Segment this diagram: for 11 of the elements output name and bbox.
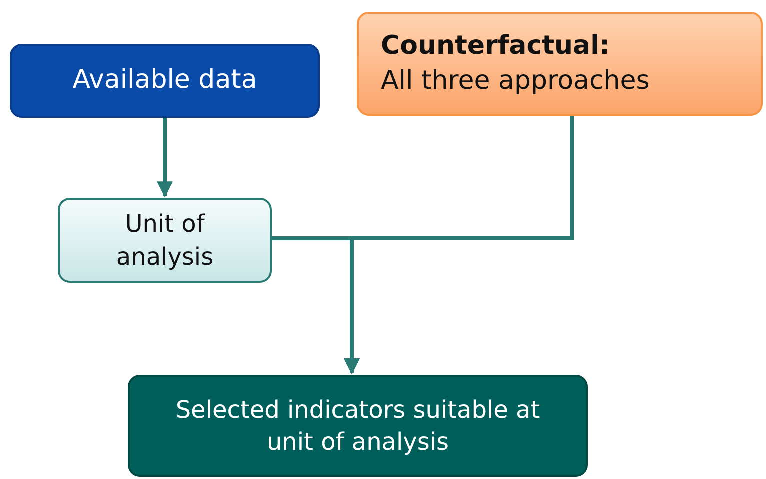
box-heading: Counterfactual: [381, 30, 611, 63]
box-text: All three approaches [381, 65, 651, 98]
box-text: Unit of analysis [115, 209, 215, 272]
arrow [344, 116, 574, 375]
process-box [128, 375, 588, 477]
arrow [157, 118, 173, 198]
box-text: Available data [72, 64, 258, 98]
process-box [10, 44, 320, 118]
process-box [58, 198, 272, 283]
process-box [357, 12, 763, 116]
box-text: Selected indicators suitable at unit of analysis [174, 394, 542, 458]
